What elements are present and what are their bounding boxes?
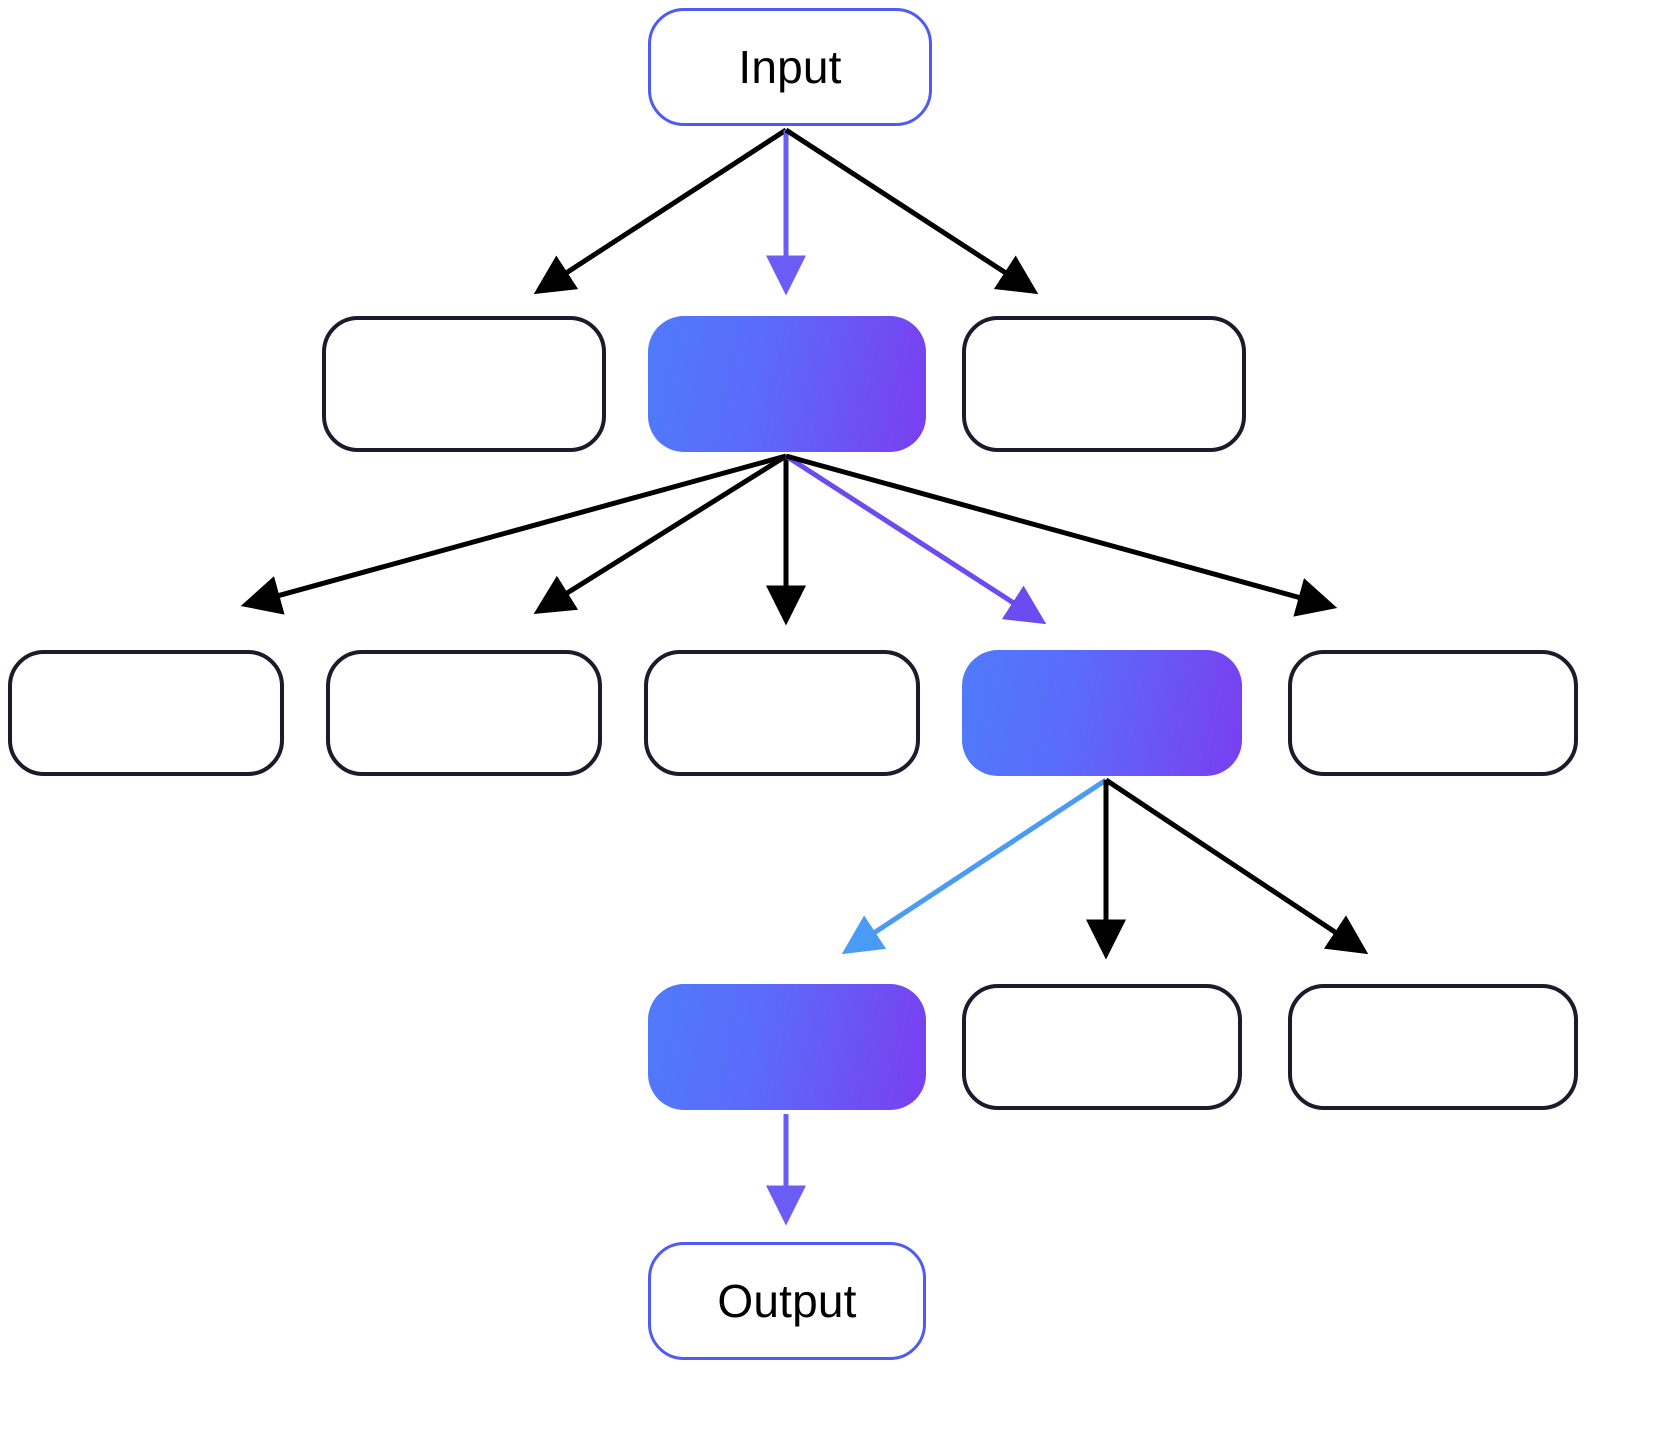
node-input[interactable]: Input [648,8,932,126]
node-input-label: Input [738,41,842,93]
node-l2b[interactable] [326,650,602,776]
node-l2e[interactable] [1288,650,1578,776]
edge-l1b-to-l2a [240,453,787,615]
node-l1c[interactable] [962,316,1246,452]
edge-l1b-to-l2e [785,453,1338,617]
node-l1b-selected[interactable] [648,316,926,452]
node-output-label: Output [717,1275,857,1327]
node-l3c[interactable] [1288,984,1578,1110]
edge-l1b-to-l2d [784,453,1047,625]
edge-input-to-l1a [533,127,788,295]
node-l2c[interactable] [644,650,920,776]
edge-input-to-l1c [784,127,1039,295]
edge-l2d-to-l3a [841,777,1108,955]
edge-l2d-to-l3c [1104,777,1369,955]
node-output[interactable]: Output [648,1242,926,1360]
node-l3a-selected[interactable] [648,984,926,1110]
node-l3b[interactable] [962,984,1242,1110]
edge-l1b-to-l2b [533,453,788,614]
node-l2d-selected[interactable] [962,650,1242,776]
node-l2a[interactable] [8,650,284,776]
node-l1a[interactable] [322,316,606,452]
